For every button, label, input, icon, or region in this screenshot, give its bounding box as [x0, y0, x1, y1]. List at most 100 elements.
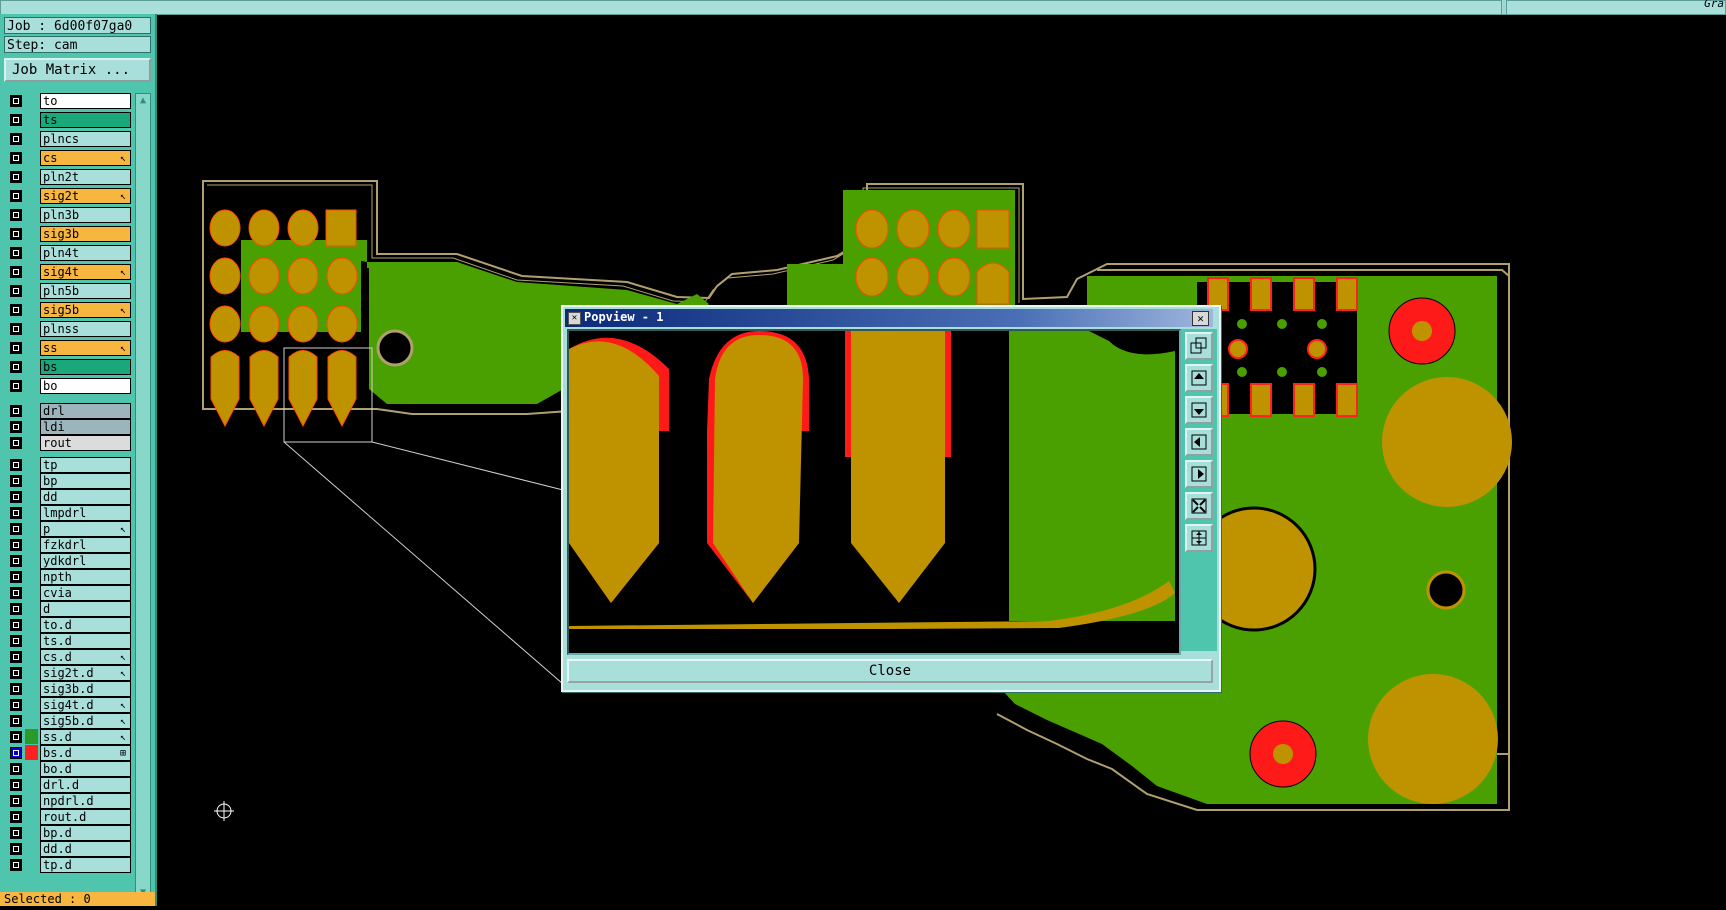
layer-row-drl-d[interactable]: drl.d — [4, 777, 131, 793]
layer-row-pln3b[interactable]: pln3b — [4, 207, 131, 223]
layer-name[interactable]: bo.d — [40, 761, 131, 777]
layer-row-sig2t-d[interactable]: sig2t.d↖ — [4, 665, 131, 681]
layer-checkbox[interactable] — [10, 763, 22, 775]
layer-checkbox[interactable] — [10, 651, 22, 663]
layer-name[interactable]: cs.d↖ — [40, 649, 131, 665]
layer-color-swatch[interactable] — [25, 681, 38, 696]
layer-name[interactable]: bs — [40, 359, 131, 375]
layer-name[interactable]: sig5b.d↖ — [40, 713, 131, 729]
layer-name[interactable]: sig2t↖ — [40, 188, 131, 204]
layer-row-fzkdrl[interactable]: fzkdrl — [4, 537, 131, 553]
layer-name[interactable]: d — [40, 601, 131, 617]
layer-name[interactable]: pln3b — [40, 207, 131, 223]
layer-checkbox[interactable] — [10, 539, 22, 551]
layer-row-ss[interactable]: ss↖ — [4, 340, 131, 356]
layer-row-tp-d[interactable]: tp.d — [4, 857, 131, 873]
layer-list-scrollbar[interactable]: ▲ ▼ — [135, 93, 151, 901]
layer-checkbox[interactable] — [10, 380, 22, 392]
layer-name[interactable]: bp — [40, 473, 131, 489]
layer-checkbox[interactable] — [10, 859, 22, 871]
layer-checkbox[interactable] — [10, 266, 22, 278]
layer-row-sig5b[interactable]: sig5b↖ — [4, 302, 131, 318]
layer-name[interactable]: sig3b — [40, 226, 131, 242]
pan-right-button[interactable] — [1185, 460, 1213, 488]
layer-row-ts[interactable]: ts — [4, 112, 131, 128]
layer-checkbox[interactable] — [10, 342, 22, 354]
layer-row-dd[interactable]: dd — [4, 489, 131, 505]
layer-row-npdrl-d[interactable]: npdrl.d — [4, 793, 131, 809]
layer-checkbox[interactable] — [10, 843, 22, 855]
pan-left-button[interactable] — [1185, 428, 1213, 456]
close-icon[interactable]: ✕ — [1192, 311, 1209, 326]
layer-color-swatch[interactable] — [25, 841, 38, 856]
layer-color-swatch[interactable] — [25, 302, 38, 317]
layer-checkbox[interactable] — [10, 228, 22, 240]
layer-color-swatch[interactable] — [25, 403, 38, 418]
layer-color-swatch[interactable] — [25, 150, 38, 165]
layer-checkbox[interactable] — [10, 304, 22, 316]
layer-checkbox[interactable] — [10, 779, 22, 791]
layer-color-swatch[interactable] — [25, 93, 38, 108]
layer-name[interactable]: plnss — [40, 321, 131, 337]
layer-row-p[interactable]: p↖ — [4, 521, 131, 537]
layer-name[interactable]: lmpdrl — [40, 505, 131, 521]
layer-checkbox[interactable] — [10, 114, 22, 126]
layer-checkbox[interactable] — [10, 827, 22, 839]
layer-color-swatch[interactable] — [25, 245, 38, 260]
pan-up-button[interactable] — [1185, 364, 1213, 392]
layer-color-swatch[interactable] — [25, 188, 38, 203]
layer-row-ts-d[interactable]: ts.d — [4, 633, 131, 649]
layer-color-swatch[interactable] — [25, 553, 38, 568]
layer-color-swatch[interactable] — [25, 569, 38, 584]
layer-checkbox[interactable] — [10, 491, 22, 503]
layer-color-swatch[interactable] — [25, 169, 38, 184]
layer-name[interactable]: dd.d — [40, 841, 131, 857]
layer-color-swatch[interactable] — [25, 521, 38, 536]
layer-color-swatch[interactable] — [25, 207, 38, 222]
layer-color-swatch[interactable] — [25, 745, 38, 760]
layer-checkbox[interactable] — [10, 731, 22, 743]
layer-name[interactable]: p↖ — [40, 521, 131, 537]
layer-row-sig5b-d[interactable]: sig5b.d↖ — [4, 713, 131, 729]
layer-checkbox[interactable] — [10, 507, 22, 519]
layer-name[interactable]: ldi — [40, 419, 131, 435]
layer-checkbox[interactable] — [10, 459, 22, 471]
layer-checkbox[interactable] — [10, 811, 22, 823]
layer-name[interactable]: tp.d — [40, 857, 131, 873]
layer-row-lmpdrl[interactable]: lmpdrl — [4, 505, 131, 521]
layer-color-swatch[interactable] — [25, 825, 38, 840]
layer-checkbox[interactable] — [10, 171, 22, 183]
layer-name[interactable]: ydkdrl — [40, 553, 131, 569]
layer-color-swatch[interactable] — [25, 729, 38, 744]
layer-row-ss-d[interactable]: ss.d↖ — [4, 729, 131, 745]
top-bar-field-right[interactable] — [1506, 0, 1726, 15]
layer-checkbox[interactable] — [10, 619, 22, 631]
layer-row-rout-d[interactable]: rout.d — [4, 809, 131, 825]
layer-checkbox[interactable] — [10, 683, 22, 695]
layer-color-swatch[interactable] — [25, 226, 38, 241]
layer-name[interactable]: fzkdrl — [40, 537, 131, 553]
layer-row-ydkdrl[interactable]: ydkdrl — [4, 553, 131, 569]
layer-row-npth[interactable]: npth — [4, 569, 131, 585]
layer-name[interactable]: bo — [40, 378, 131, 394]
layer-color-swatch[interactable] — [25, 489, 38, 504]
layer-name[interactable]: drl.d — [40, 777, 131, 793]
layer-row-pln2t[interactable]: pln2t — [4, 169, 131, 185]
layer-name[interactable]: ts.d — [40, 633, 131, 649]
layer-name[interactable]: cs↖ — [40, 150, 131, 166]
layer-checkbox[interactable] — [10, 247, 22, 259]
layer-row-bp[interactable]: bp — [4, 473, 131, 489]
layer-name[interactable]: npth — [40, 569, 131, 585]
layer-color-swatch[interactable] — [25, 665, 38, 680]
layer-row-pln4t[interactable]: pln4t — [4, 245, 131, 261]
layer-row-bp-d[interactable]: bp.d — [4, 825, 131, 841]
layer-row-bs-d[interactable]: bs.d⊞ — [4, 745, 131, 761]
job-matrix-button[interactable]: Job Matrix ... — [4, 58, 151, 82]
layer-color-swatch[interactable] — [25, 697, 38, 712]
layer-name[interactable]: tp — [40, 457, 131, 473]
scroll-up-icon[interactable]: ▲ — [139, 95, 147, 106]
layer-row-cs-d[interactable]: cs.d↖ — [4, 649, 131, 665]
layer-checkbox[interactable] — [10, 421, 22, 433]
layer-row-bo-d[interactable]: bo.d — [4, 761, 131, 777]
layer-color-swatch[interactable] — [25, 321, 38, 336]
